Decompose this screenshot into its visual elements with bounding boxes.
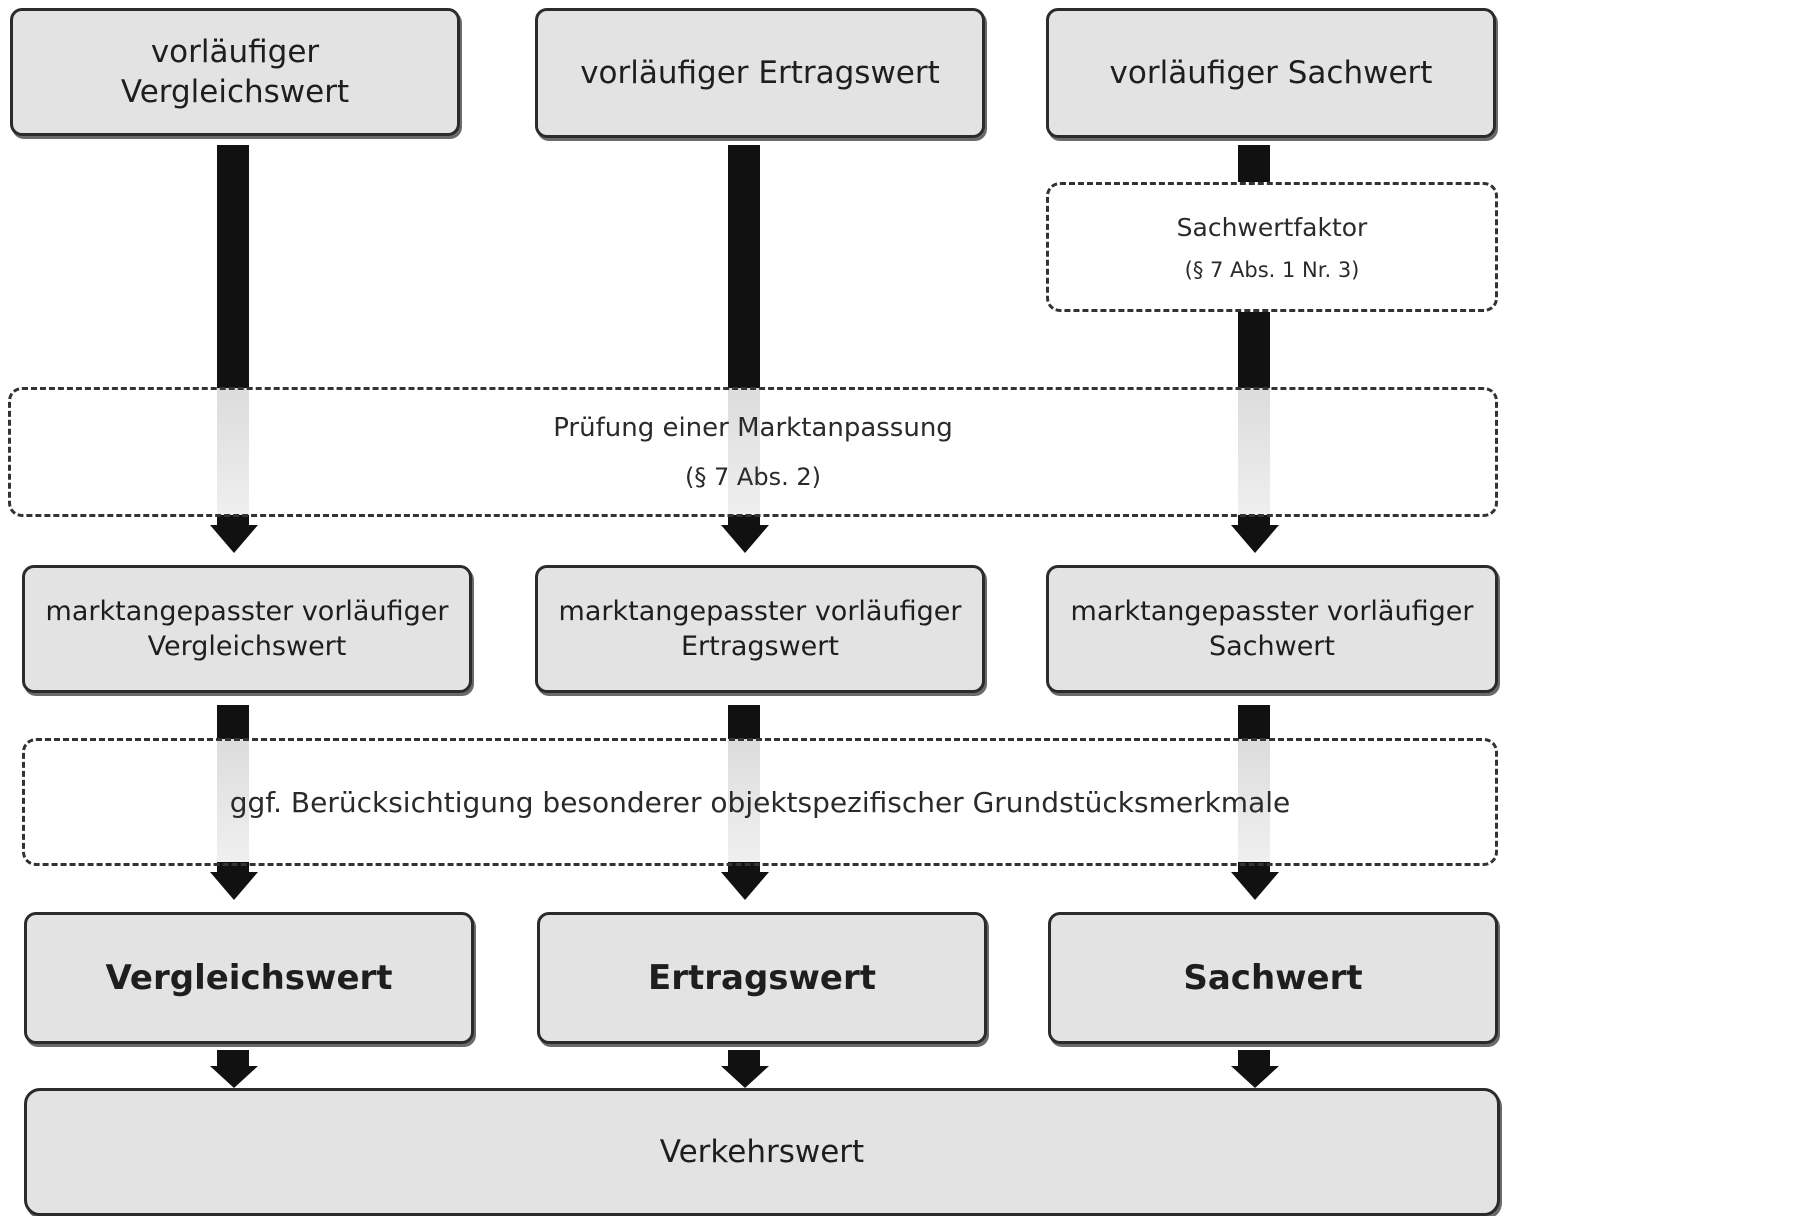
connector-bar xyxy=(1238,515,1270,525)
connector-fade xyxy=(728,388,760,522)
node-asset-value: Sachwert xyxy=(1048,912,1498,1044)
connector-bar xyxy=(1238,145,1270,185)
node-preliminary-comparison-value: vorläufiger Vergleichswert xyxy=(10,8,460,136)
node-preliminary-asset-value: vorläufiger Sachwert xyxy=(1046,8,1496,138)
connector-bar xyxy=(1238,1050,1270,1068)
arrowhead xyxy=(721,1066,769,1088)
connector-bar xyxy=(728,1050,760,1068)
market-adjustment-label: Prüfung einer Marktanpassung xyxy=(553,413,953,443)
connector-bar xyxy=(728,862,760,872)
arrowhead xyxy=(1231,872,1279,900)
connector-fade xyxy=(217,739,249,864)
arrowhead xyxy=(1231,525,1279,553)
step-special-property-features: ggf. Berücksichtigung besonderer objekts… xyxy=(22,738,1498,866)
connector-bar xyxy=(1238,862,1270,872)
node-market-value: Verkehrswert xyxy=(24,1088,1500,1216)
node-adjusted-asset-value: marktangepasster vorläufiger Sachwert xyxy=(1046,565,1498,693)
node-adjusted-comparison-value: marktangepasster vorläufiger Vergleichsw… xyxy=(22,565,472,693)
connector-bar xyxy=(217,705,249,739)
arrowhead xyxy=(721,525,769,553)
step-asset-value-factor: Sachwertfaktor (§ 7 Abs. 1 Nr. 3) xyxy=(1046,182,1498,312)
arrowhead xyxy=(1231,1066,1279,1088)
arrowhead xyxy=(721,872,769,900)
connector-bar xyxy=(1238,310,1270,388)
connector-bar xyxy=(728,145,760,388)
market-adjustment-reference: (§ 7 Abs. 2) xyxy=(685,463,821,491)
asset-factor-reference: (§ 7 Abs. 1 Nr. 3) xyxy=(1184,257,1360,282)
connector-fade xyxy=(728,739,760,864)
node-preliminary-income-value: vorläufiger Ertragswert xyxy=(535,8,985,138)
arrowhead xyxy=(210,525,258,553)
connector-bar xyxy=(217,862,249,872)
arrowhead xyxy=(210,1066,258,1088)
step-market-adjustment-check: Prüfung einer Marktanpassung (§ 7 Abs. 2… xyxy=(8,387,1498,517)
connector-fade xyxy=(1238,739,1270,864)
special-features-label: ggf. Berücksichtigung besonderer objekts… xyxy=(229,785,1291,819)
connector-fade xyxy=(217,388,249,522)
connector-bar xyxy=(728,515,760,525)
node-comparison-value: Vergleichswert xyxy=(24,912,474,1044)
connector-bar xyxy=(217,145,249,388)
connector-bar xyxy=(728,705,760,739)
arrowhead xyxy=(210,872,258,900)
connector-fade xyxy=(1238,388,1270,522)
connector-bar xyxy=(217,515,249,525)
connector-bar xyxy=(217,1050,249,1068)
connector-bar xyxy=(1238,705,1270,739)
node-income-value: Ertragswert xyxy=(537,912,987,1044)
asset-factor-label: Sachwertfaktor xyxy=(1176,212,1368,242)
node-adjusted-income-value: marktangepasster vorläufiger Ertragswert xyxy=(535,565,985,693)
